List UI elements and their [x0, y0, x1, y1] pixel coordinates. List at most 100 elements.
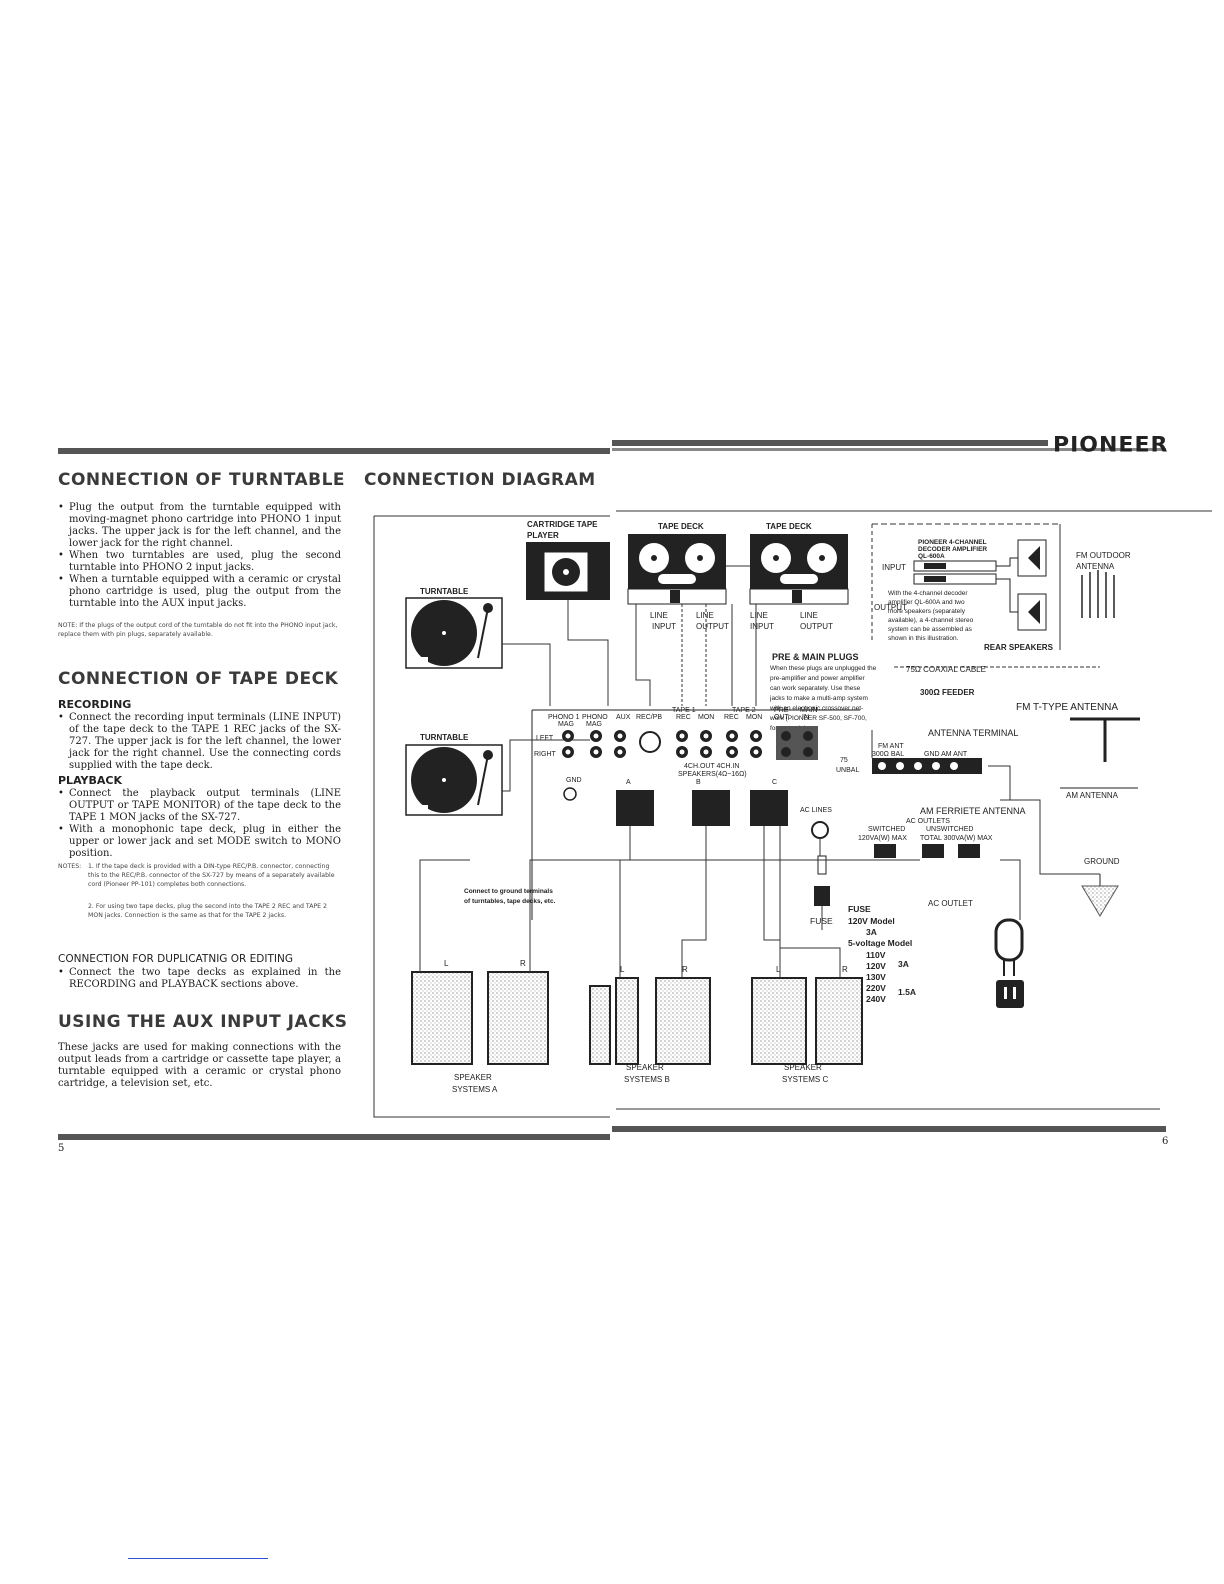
mon2-label: MON: [746, 714, 762, 721]
spk-c-r: R: [842, 965, 848, 974]
speaker-terminals: [616, 790, 788, 826]
spk-sys-b-2: SYSTEMS B: [624, 1075, 670, 1084]
decoder-text-5: system can be assembled as: [888, 626, 973, 633]
turntable-2: [405, 744, 503, 816]
ant-300-label: 300Ω BAL: [872, 751, 904, 758]
label-turntable-2: TURNTABLE: [420, 733, 469, 742]
pre-label: PRE: [774, 707, 789, 714]
turntable-bullet-2: When two turntables are used, plug the s…: [58, 550, 341, 574]
decoder-line-2: DECODER AMPLIFIER: [918, 546, 987, 553]
v110-label: 110V: [866, 950, 886, 960]
unbal-label: UNBAL: [836, 767, 859, 774]
fm-outdoor-2: ANTENNA: [1076, 562, 1115, 571]
gnd-label: GND: [566, 777, 582, 784]
fm-t-label: FM T-TYPE ANTENNA: [1016, 702, 1118, 713]
ac-outlet-sockets: [874, 844, 980, 858]
playback-heading: PLAYBACK: [58, 774, 122, 787]
ac-lines-label: AC LINES: [800, 807, 832, 814]
a3-label: 3A: [866, 927, 877, 937]
label-cartridge: CARTRIDGE TAPE: [527, 520, 598, 529]
label-tape-deck-2: TAPE DECK: [766, 522, 812, 531]
pre-text-4: jacks to make a multi-amp system: [769, 695, 868, 702]
a15-label: 1.5A: [898, 987, 916, 997]
spk-sys-a-1: SPEAKER: [454, 1073, 492, 1082]
fm-outdoor-1: FM OUTDOOR: [1076, 551, 1131, 560]
decoder-output-label: OUTPUT: [874, 603, 907, 612]
ch4-label: 4CH.OUT 4CH.IN: [684, 763, 740, 770]
deck2-line-in: LINE: [750, 611, 768, 620]
header-rule-thin: [612, 448, 1166, 451]
fm-outdoor-antenna: [1081, 570, 1115, 618]
feeder-label: 300Ω FEEDER: [920, 688, 975, 697]
aux-text: These jacks are used for making connecti…: [58, 1042, 341, 1089]
spk-c-label: C: [772, 779, 777, 786]
spk-a-r: R: [520, 959, 526, 968]
fuse-label-1: FUSE: [848, 904, 871, 914]
max1-label: 120VA(W) MAX: [858, 835, 907, 842]
decoder-text-2: amplifier QL-600A and two: [888, 599, 965, 606]
decoder-line-3: QL-600A: [918, 553, 945, 560]
spk-a-l: L: [444, 959, 449, 968]
phono1-label: PHONO 1: [548, 714, 580, 721]
deck2-input: INPUT: [750, 622, 774, 631]
ground-label: GROUND: [1084, 857, 1120, 866]
recording-bullets: Connect the recording input terminals (L…: [58, 712, 341, 772]
recording-heading: RECORDING: [58, 698, 132, 711]
decoder-text-1: With the 4-channel decoder: [888, 590, 968, 597]
pre-main-label: PRE & MAIN PLUGS: [772, 652, 859, 662]
model120-label: 120V Model: [848, 916, 895, 926]
dup-bullet-1: Connect the two tape decks as explained …: [58, 967, 341, 991]
playback-bullet-1: Connect the playback output terminals (L…: [58, 788, 341, 824]
fm-ant-label: FM ANT: [878, 743, 904, 750]
footer-underline: [128, 1558, 268, 1559]
tape1-label: TAPE 1: [672, 707, 696, 714]
fuse: [814, 855, 830, 906]
left-label: LEFT: [536, 735, 554, 742]
decoder-panel-top: [924, 563, 946, 569]
spk-b-r: R: [682, 965, 688, 974]
connection-diagram: CARTRIDGE TAPE PLAYER TURNTABLE TURNTABL…: [360, 500, 1212, 1120]
label-turntable-1: TURNTABLE: [420, 587, 469, 596]
pre-text-3: can work separately. Use these: [770, 685, 861, 692]
rear-speakers-label: REAR SPEAKERS: [984, 643, 1054, 652]
pre-text-5: with an electronic crossover net-: [769, 705, 863, 712]
turntable-note: NOTE: If the plugs of the output cord of…: [58, 622, 338, 638]
connection-wires: [419, 565, 1100, 978]
rec1-label: REC: [676, 714, 691, 721]
connect-ground-1: Connect to ground terminals: [464, 888, 553, 895]
tape-deck-2: [749, 534, 849, 605]
tape2-label: TAPE 2: [732, 707, 756, 714]
gnd-terminal: [563, 787, 577, 801]
page-number-right: 6: [1162, 1136, 1169, 1147]
tape-notes-label: NOTES:: [58, 863, 82, 870]
ac-outlets-label: AC OUTLETS: [906, 818, 950, 825]
right-label: RIGHT: [534, 751, 557, 758]
ant-terminal-label: ANTENNA TERMINAL: [928, 728, 1018, 738]
recpb-label: REC/PB: [636, 714, 662, 721]
pioneer-logo: PIONEER: [1053, 433, 1169, 458]
speakers-label: SPEAKERS(4Ω~16Ω): [678, 771, 747, 778]
receiver-panel: [531, 709, 860, 920]
decoder-panel-bottom: [924, 576, 946, 582]
diagram-title: CONNECTION DIAGRAM: [364, 470, 596, 490]
v240-label: 240V: [866, 994, 886, 1004]
deck1-line-out: LINE: [696, 611, 714, 620]
gnd-am-ant-label: GND AM ANT: [924, 751, 968, 758]
decoder-text-3: more speakers (separately: [888, 608, 966, 615]
turntable-bullets: Plug the output from the turntable equip…: [58, 502, 341, 610]
am-antenna-label: AM ANTENNA: [1066, 791, 1119, 800]
ac-outlet-label: AC OUTLET: [928, 899, 973, 908]
switched-label: SWITCHED: [868, 826, 905, 833]
footer-rule-right: [612, 1126, 1166, 1132]
deck2-output: OUTPUT: [800, 622, 833, 631]
pre-text-6: work (PIONEER SF-500, SF-700,: [769, 715, 867, 722]
tape-deck-1: [627, 534, 727, 605]
phono2-label: PHONO: [582, 714, 608, 721]
turntable-1: [405, 597, 503, 669]
turntable-title: CONNECTION OF TURNTABLE: [58, 470, 346, 490]
v130-label: 130V: [866, 972, 886, 982]
deck1-line-in: LINE: [650, 611, 668, 620]
header-rule-right: [612, 440, 1048, 446]
connection-diagram-svg: CARTRIDGE TAPE PLAYER TURNTABLE TURNTABL…: [373, 510, 1212, 1118]
deck2-line-out: LINE: [800, 611, 818, 620]
